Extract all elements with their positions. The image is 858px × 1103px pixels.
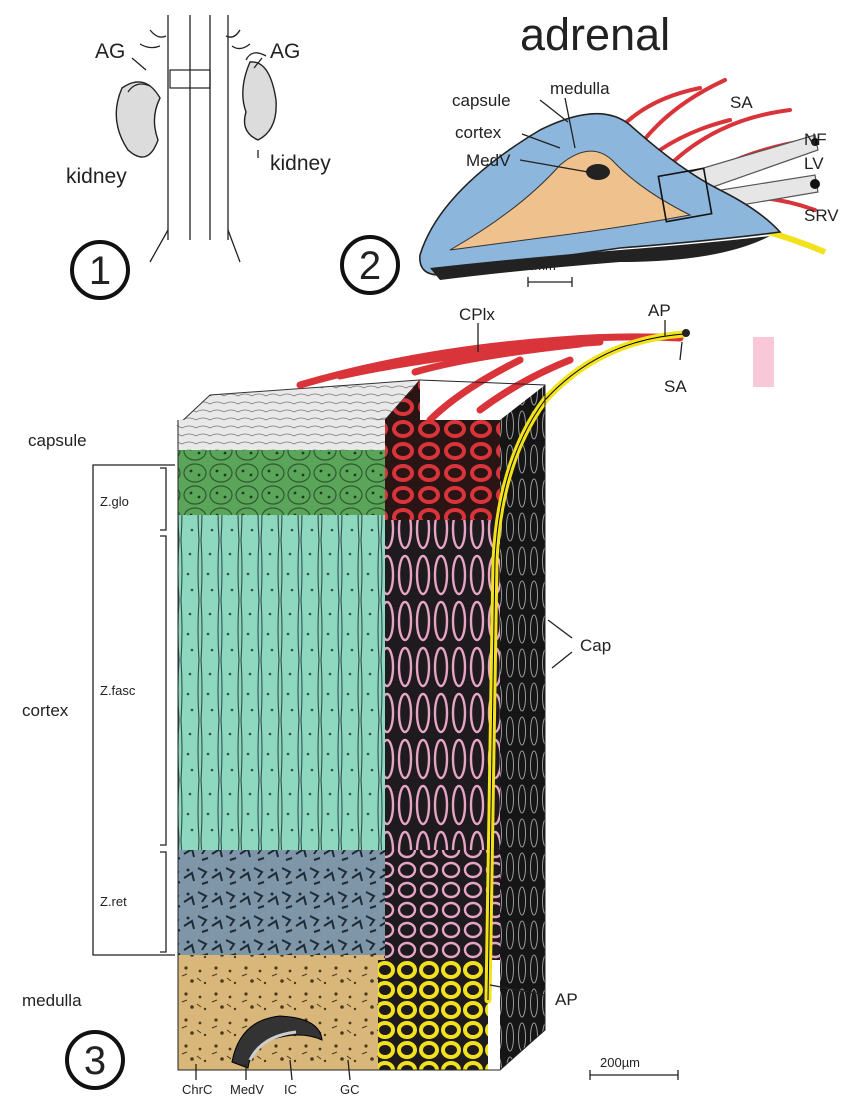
label-medv: MedV bbox=[466, 151, 511, 170]
label-capsule-left: capsule bbox=[28, 431, 87, 450]
label-srv: SRV bbox=[804, 206, 839, 225]
pink-capillaries-fasc bbox=[385, 520, 500, 850]
panel-1-kidney-sketch: AG AG kidney kidney 1 bbox=[66, 15, 331, 298]
right-adrenal-cap bbox=[246, 53, 266, 60]
left-kidney bbox=[116, 82, 160, 157]
label-medulla: medulla bbox=[550, 79, 610, 98]
label-sa-top: SA bbox=[664, 377, 687, 396]
panel-2-scale-label: 2mm bbox=[527, 258, 556, 273]
panel-2-adrenal-gland: adrenal capsule medulla cortex MedV bbox=[342, 9, 839, 293]
ap-end bbox=[682, 329, 690, 337]
capsular-plexus bbox=[385, 420, 500, 520]
zona-glomerulosa bbox=[178, 450, 385, 515]
panel-3-number: 3 bbox=[84, 1039, 106, 1083]
zona-fasciculata bbox=[178, 515, 385, 850]
label-nf: NF bbox=[804, 130, 827, 149]
label-chrc: ChrC bbox=[182, 1082, 212, 1097]
cortex-bracket bbox=[93, 465, 175, 955]
zona-reticularis bbox=[178, 850, 385, 955]
zfasc-bracket bbox=[160, 536, 166, 845]
zglo-bracket bbox=[160, 468, 166, 530]
panel-2-number: 2 bbox=[359, 244, 381, 288]
label-cortex: cortex bbox=[455, 123, 502, 142]
panel-1-number: 1 bbox=[89, 249, 111, 293]
pink-capillaries-ret bbox=[385, 850, 500, 960]
zret-bracket bbox=[160, 852, 166, 952]
panel-2-scale-bar bbox=[528, 277, 572, 287]
label-cplx: CPlx bbox=[459, 305, 495, 324]
label-lv: LV bbox=[804, 154, 824, 173]
ag-left-label: AG bbox=[95, 40, 125, 63]
label-zglo: Z.glo bbox=[100, 494, 129, 509]
label-medulla-left: medulla bbox=[22, 991, 82, 1010]
front-capsule-layer bbox=[178, 420, 385, 450]
adrenal-vessel-branches bbox=[140, 30, 250, 49]
label-gc: GC bbox=[340, 1082, 360, 1097]
ag-right-label: AG bbox=[270, 40, 300, 63]
iliac-branches bbox=[150, 230, 240, 262]
ag-left-pointer bbox=[132, 58, 146, 70]
lv-vessel-end bbox=[810, 179, 820, 189]
panel-3-scale-bar bbox=[590, 1070, 678, 1080]
panel-2-title: adrenal bbox=[520, 9, 670, 60]
label-cortex-left: cortex bbox=[22, 701, 69, 720]
medv-hole bbox=[586, 164, 610, 180]
label-ap-bottom: AP bbox=[555, 990, 578, 1009]
cap-pointers bbox=[548, 620, 572, 668]
label-zret: Z.ret bbox=[100, 894, 127, 909]
kidney-right-label: kidney bbox=[270, 152, 331, 175]
label-ap-top: AP bbox=[648, 301, 671, 320]
label-ic: IC bbox=[284, 1082, 297, 1097]
label-capsule: capsule bbox=[452, 91, 511, 110]
sa-top-pointer bbox=[680, 342, 682, 360]
label-zfasc: Z.fasc bbox=[100, 683, 136, 698]
right-kidney bbox=[243, 62, 276, 140]
panel-3-cortex-section: CPlx AP SA Cap AP capsule cortex medulla… bbox=[22, 301, 690, 1097]
panel-3-scale-label: 200µm bbox=[600, 1055, 640, 1070]
label-medv-bottom: MedV bbox=[230, 1082, 264, 1097]
yellow-medullary-network bbox=[378, 960, 488, 1070]
medulla-layer bbox=[178, 955, 385, 1070]
label-cap: Cap bbox=[580, 636, 611, 655]
pink-marker bbox=[753, 337, 774, 387]
kidney-left-label: kidney bbox=[66, 165, 127, 188]
label-sa: SA bbox=[730, 93, 753, 112]
aorta-vena-cava-lines bbox=[168, 15, 228, 240]
